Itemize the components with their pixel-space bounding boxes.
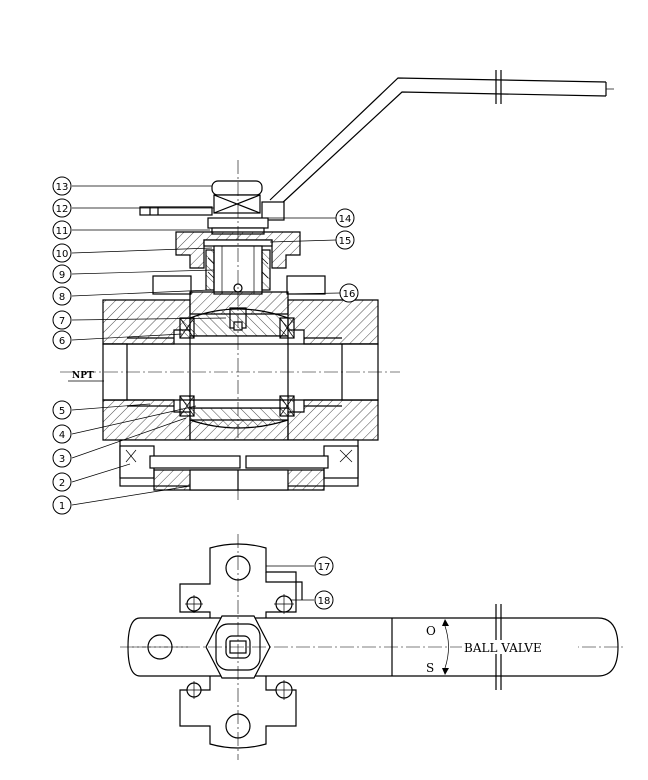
callout-2: 2 [52,472,72,492]
callouts: 13 12 11 10 9 8 7 6 5 4 3 2 1 14 15 16 [52,176,359,515]
leaders-right [264,217,341,295]
callout-11: 11 [52,220,72,240]
callout-12: 12 [52,198,72,218]
section-view: NPT 13 12 11 [52,70,614,515]
ball-valve-label: BALL VALVE [464,641,542,655]
callout-6: 6 [52,330,72,350]
svg-text:3: 3 [59,454,65,465]
svg-text:2: 2 [59,478,65,489]
top-view: O S BALL VALVE 17 18 [120,534,624,760]
svg-text:10: 10 [56,249,69,260]
callout-16: 16 [339,283,359,303]
shut-label: S [426,661,434,675]
svg-text:15: 15 [339,236,352,247]
npt-label: NPT [68,371,104,382]
callout-9: 9 [52,264,72,284]
callout-3: 3 [52,448,72,468]
svg-text:4: 4 [59,430,65,441]
svg-text:5: 5 [59,406,65,417]
svg-text:18: 18 [318,596,331,607]
callout-7: 7 [52,310,72,330]
svg-text:13: 13 [56,182,69,193]
svg-text:8: 8 [59,292,65,303]
bolts [119,439,359,491]
leaders-left [71,185,227,506]
svg-text:14: 14 [339,214,352,225]
callout-15: 15 [335,230,355,250]
callout-14: 14 [335,208,355,228]
handle [269,70,614,206]
svg-text:16: 16 [343,289,356,300]
svg-text:1: 1 [59,501,65,512]
callout-8: 8 [52,286,72,306]
callout-18: 18 [314,590,334,610]
svg-text:11: 11 [56,226,69,237]
svg-text:7: 7 [59,316,65,327]
callout-13: 13 [52,176,72,196]
svg-text:9: 9 [59,270,65,281]
callout-5: 5 [52,400,72,420]
callout-4: 4 [52,424,72,444]
callout-17: 17 [314,556,334,576]
callout-10: 10 [52,243,72,263]
stem-nut [139,180,285,235]
npt-text: NPT [72,371,94,381]
svg-text:12: 12 [56,204,69,215]
callout-1: 1 [52,495,72,515]
valve-body [60,160,400,500]
svg-text:17: 17 [318,562,331,573]
open-label: O [426,624,436,638]
svg-text:6: 6 [59,336,65,347]
